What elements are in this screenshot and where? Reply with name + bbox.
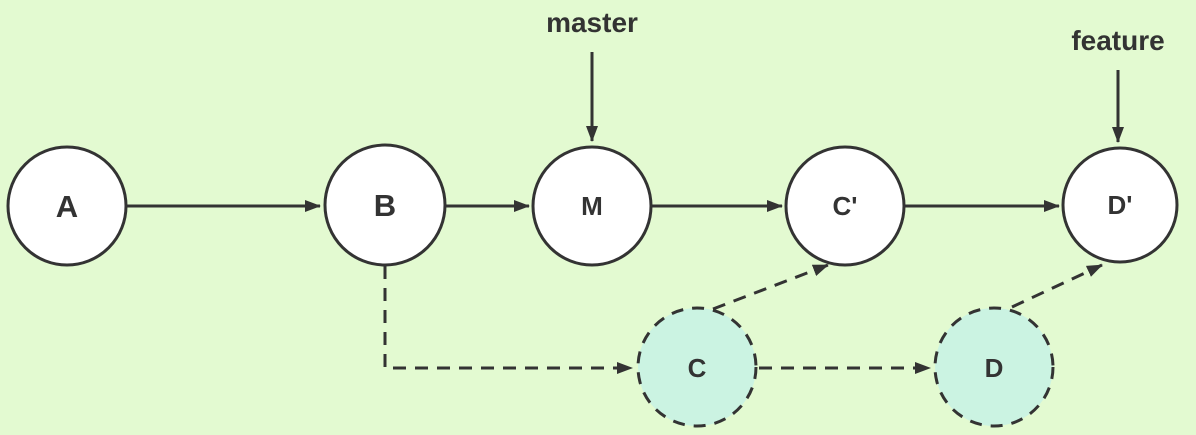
branch-label-master: master <box>546 7 638 38</box>
commit-node-d-original <box>933 306 1055 428</box>
commit-label-a: A <box>56 189 78 224</box>
commit-label-d-original: D <box>985 353 1004 383</box>
commit-node-cprime <box>784 145 906 267</box>
commit-node-a <box>6 145 128 267</box>
branch-label-feature: feature <box>1071 25 1164 56</box>
commit-node-b <box>323 143 447 267</box>
commit-label-cprime: C' <box>833 191 858 221</box>
commit-label-dprime: D' <box>1108 190 1133 220</box>
commit-label-m: M <box>581 191 603 221</box>
commit-label-c-original: C <box>688 353 707 383</box>
edge-b-to-c-dashed <box>383 266 633 374</box>
edge-c-to-cprime-dashed <box>712 263 829 311</box>
commit-label-b: B <box>374 188 396 223</box>
commit-node-c-original <box>636 306 758 428</box>
commit-node-dprime <box>1061 146 1179 264</box>
commit-node-m <box>531 145 653 267</box>
edge-d-to-dprime-dashed <box>1011 263 1103 309</box>
